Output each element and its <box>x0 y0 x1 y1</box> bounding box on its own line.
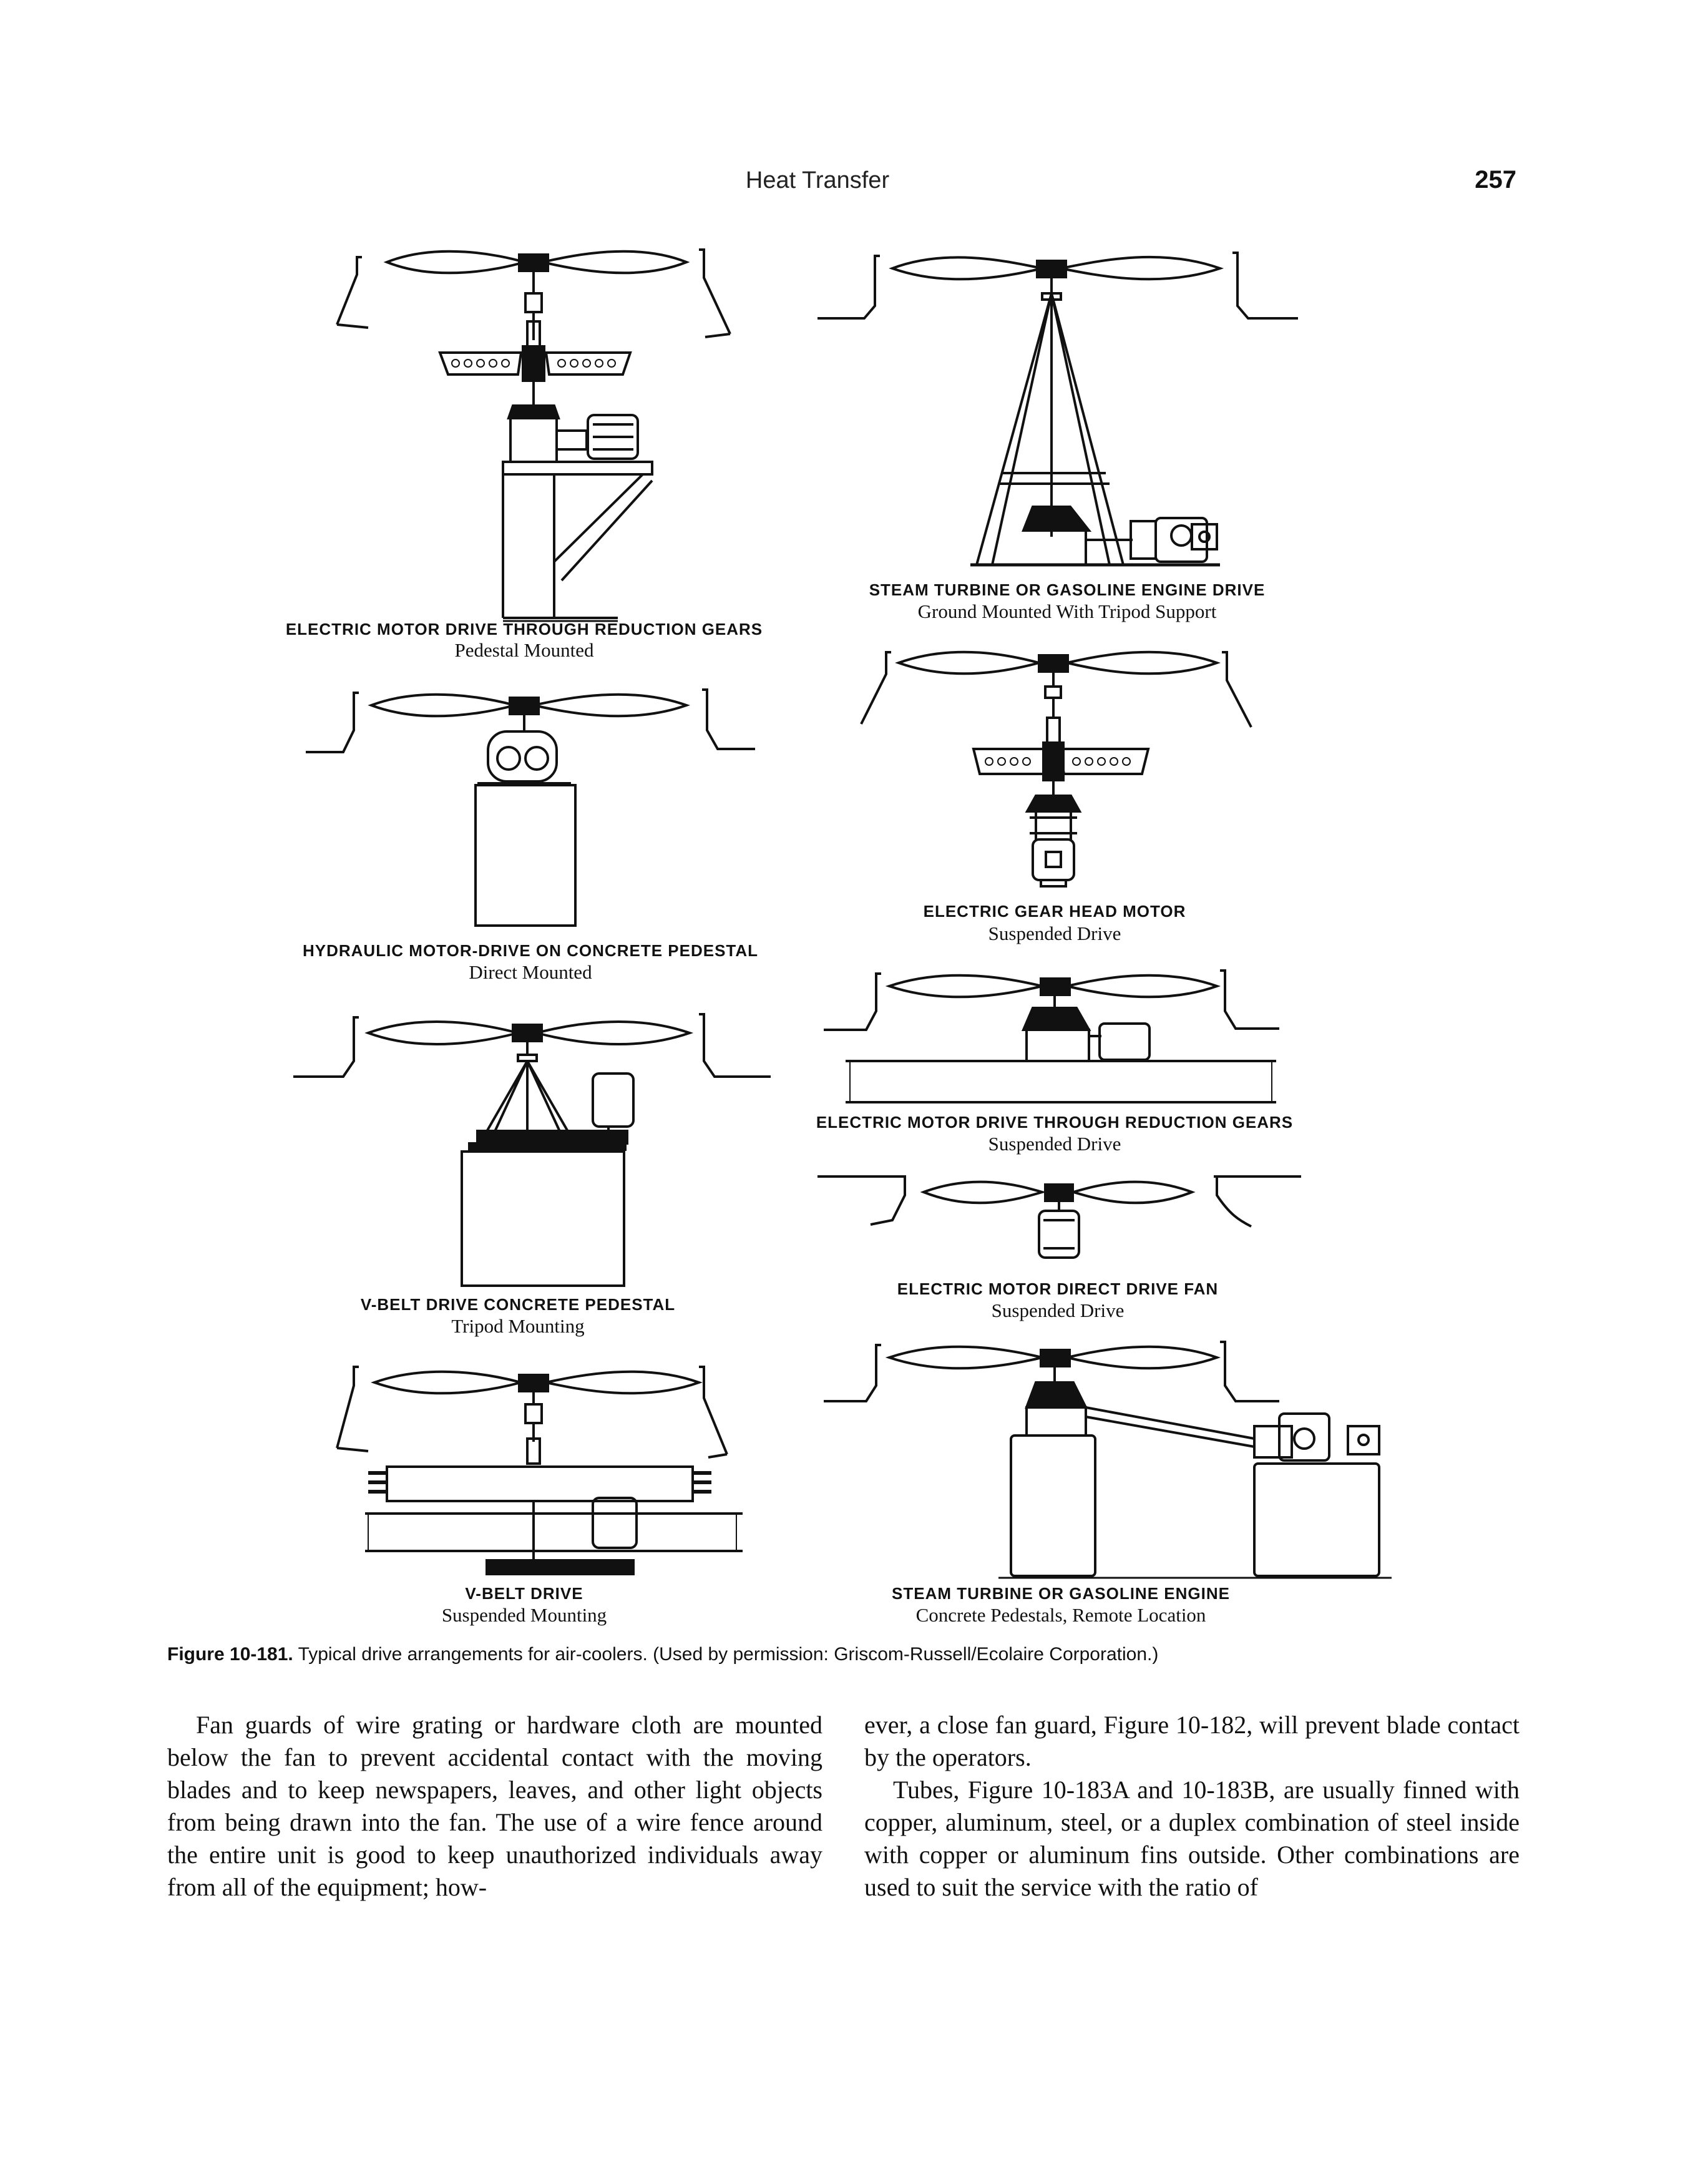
panel-5-subtitle: Tripod Mounting <box>451 1315 585 1337</box>
body-column-left: Fan guards of wire grating or hardware c… <box>167 1709 822 1904</box>
panel-7-drawing <box>817 1175 1301 1259</box>
panel-1-title: ELECTRIC MOTOR DRIVE THROUGH REDUCTION G… <box>285 620 763 638</box>
panel-8-title: V-BELT DRIVE <box>465 1584 583 1603</box>
panel-4-drawing <box>860 650 1252 888</box>
panel-9-drawing <box>824 1341 1392 1579</box>
panel-4-title: ELECTRIC GEAR HEAD MOTOR <box>923 902 1186 921</box>
panel-6-title: ELECTRIC MOTOR DRIVE THROUGH REDUCTION G… <box>816 1113 1294 1132</box>
panel-4-subtitle: Suspended Drive <box>988 922 1121 944</box>
panel-7-subtitle: Suspended Drive <box>991 1299 1125 1321</box>
panel-8-drawing <box>336 1366 743 1575</box>
panel-9-subtitle: Concrete Pedestals, Remote Location <box>915 1604 1206 1626</box>
panel-6-subtitle: Suspended Drive <box>988 1133 1121 1155</box>
panel-3-drawing <box>306 688 755 927</box>
body-paragraph: Tubes, Figure 10-183A and 10-183B, are u… <box>864 1776 1520 1901</box>
panel-5-title: V-BELT DRIVE CONCRETE PEDESTAL <box>360 1295 676 1314</box>
panel-8-subtitle: Suspended Mounting <box>441 1604 607 1626</box>
panel-5-drawing <box>293 1013 771 1287</box>
figure-caption-label: Figure 10-181. <box>167 1644 293 1665</box>
panel-2-title: STEAM TURBINE OR GASOLINE ENGINE DRIVE <box>869 580 1266 599</box>
panel-2-subtitle: Ground Mounted With Tripod Support <box>917 600 1217 622</box>
page-number: 257 <box>1475 166 1516 193</box>
panel-1-subtitle: Pedestal Mounted <box>454 639 594 661</box>
panel-6-drawing <box>824 969 1279 1103</box>
body-column-right: ever, a close fan guard, Figure 10-182, … <box>864 1709 1520 1904</box>
panel-7-title: ELECTRIC MOTOR DIRECT DRIVE FAN <box>897 1279 1219 1298</box>
figure-caption: Figure 10-181. Typical drive arrangement… <box>167 1644 1565 1665</box>
figure-caption-text: Typical drive arrangements for air-coole… <box>298 1644 1159 1665</box>
panel-1-drawing <box>336 248 731 622</box>
body-paragraph: ever, a close fan guard, Figure 10-182, … <box>864 1711 1520 1771</box>
panel-3-title: HYDRAULIC MOTOR-DRIVE ON CONCRETE PEDEST… <box>302 941 759 960</box>
panel-2-drawing <box>817 252 1298 567</box>
body-paragraph: Fan guards of wire grating or hardware c… <box>167 1711 822 1901</box>
panel-3-subtitle: Direct Mounted <box>469 961 592 983</box>
running-title: Heat Transfer <box>745 167 890 193</box>
panel-9-title: STEAM TURBINE OR GASOLINE ENGINE <box>892 1584 1230 1603</box>
